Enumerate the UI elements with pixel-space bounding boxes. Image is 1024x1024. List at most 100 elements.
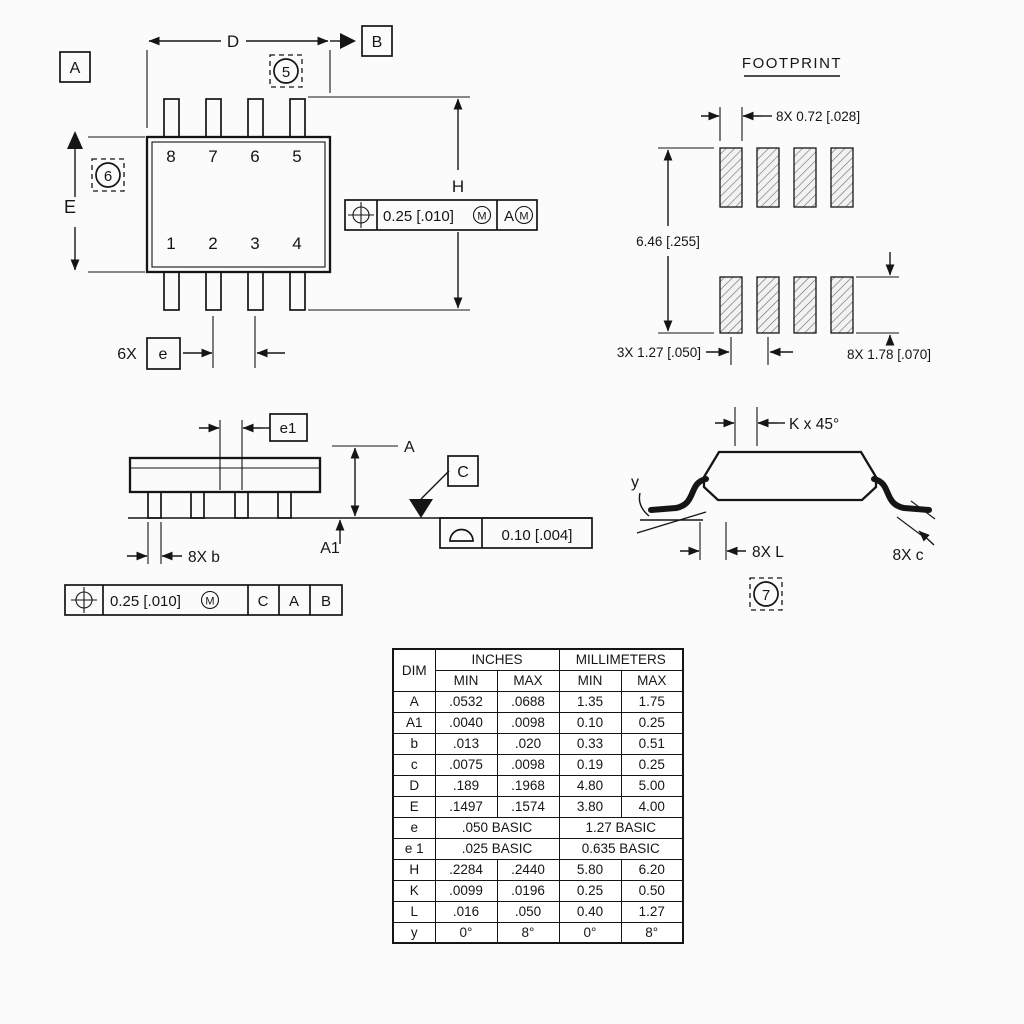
dim-e-label: E: [64, 197, 76, 217]
table-row: b .013 .020 0.33 0.51: [392, 732, 684, 755]
dim-k: K x 45°: [715, 407, 839, 446]
pin-number: 8: [166, 147, 175, 166]
table-subheader-row: MIN MAX MIN MAX: [393, 669, 684, 692]
pad-width-label: 8X 0.72 [.028]: [776, 109, 860, 124]
drawing-canvas: 8 7 6 5 1 2 3 4 D B A E 6: [59, 25, 936, 616]
dim-pitch-e: 6X e: [117, 316, 285, 370]
fcf-datum: A: [504, 208, 514, 225]
col-header-inches: INCHES: [434, 648, 560, 671]
pin-number: 4: [292, 234, 301, 253]
table-row: A1 .0040 .0098 0.10 0.25: [392, 711, 684, 734]
datum-triangle-icon: [409, 499, 433, 518]
dim-l: 8X L: [680, 522, 784, 561]
pitch-dim-label: e: [159, 346, 168, 363]
table-row: c .0075 .0098 0.19 0.25: [392, 753, 684, 776]
table-row: D .189 .1968 4.80 5.00: [392, 774, 684, 797]
col-header-max: MAX: [620, 669, 684, 692]
dim-e1-label: e1: [280, 420, 297, 437]
pad-length-label: 8X 1.78 [.070]: [847, 347, 931, 362]
pin-number: 6: [250, 147, 259, 166]
flag-5: 5: [269, 54, 303, 88]
position-tolerance-icon: [71, 587, 97, 613]
dim-b: 8X b: [127, 522, 220, 566]
pin-number: 3: [250, 234, 259, 253]
dim-e-vertical: E: [64, 131, 145, 273]
table-row: H .2284 .2440 5.80 6.20: [392, 858, 684, 881]
foot-length-label: 8X L: [752, 544, 784, 561]
dim-d-label: D: [227, 32, 239, 51]
seating-plane-icon: [449, 528, 474, 542]
col-header-millimeters: MILLIMETERS: [558, 648, 684, 671]
col-header-max: MAX: [496, 669, 560, 692]
dim-y: y: [631, 474, 707, 534]
dim-pad-pitch: 3X 1.27 [.050]: [617, 337, 793, 365]
gull-wing-lead: [648, 476, 709, 513]
fcf-top: 0.25 [.010] M A M: [344, 199, 538, 231]
table-row: e .050 BASIC 1.27 BASIC: [392, 816, 684, 839]
table-row: A .0532 .0688 1.35 1.75: [392, 690, 684, 713]
dim-h-label: H: [452, 177, 464, 196]
dim-pad-length: 8X 1.78 [.070]: [847, 252, 931, 362]
svg-text:M: M: [477, 211, 486, 223]
flatness-tolerance: 0.10 [.004]: [502, 527, 573, 544]
dim-h: H: [308, 96, 470, 311]
datum-b-label: B: [372, 34, 383, 51]
mmc-modifier-icon: M: [200, 590, 220, 610]
angle-y-label: y: [631, 474, 639, 491]
pin-number: 5: [292, 147, 301, 166]
table-row: y 0° 8° 0° 8°: [392, 921, 684, 944]
pin-number: 1: [166, 234, 175, 253]
flag-7-label: 7: [762, 587, 770, 604]
pin-number: 7: [208, 147, 217, 166]
footprint-view: FOOTPRINT 8X 0.72 [.028] 6.46 [.255]: [617, 55, 931, 365]
table-row: E .1497 .1574 3.80 4.00: [392, 795, 684, 818]
datum-a-label: A: [70, 60, 81, 77]
dim-pad-width: 8X 0.72 [.028]: [701, 107, 860, 141]
dimension-table: DIM INCHES MILLIMETERS MIN MAX MIN MAX A…: [392, 648, 684, 944]
dim-a-label: A: [404, 439, 415, 456]
dim-a1-label: A1: [320, 540, 340, 557]
table-row: K .0099 .0196 0.25 0.50: [392, 879, 684, 902]
fcf-side: 0.25 [.010] M C A B: [64, 584, 343, 616]
table-header-row: DIM INCHES MILLIMETERS: [392, 648, 684, 692]
dim-d: D: [146, 32, 356, 128]
flag-6: 6: [91, 158, 125, 192]
dim-e1: e1: [199, 413, 308, 490]
pin-number: 2: [208, 234, 217, 253]
dim-a1: A1: [320, 519, 345, 557]
lead-width-label: 8X b: [188, 549, 220, 566]
table-row: L .016 .050 0.40 1.27: [392, 900, 684, 923]
flag-6-label: 6: [104, 168, 112, 185]
datum-arrow-icon: [340, 33, 356, 49]
datum-c: C: [409, 455, 479, 518]
fcf-datum-2: A: [289, 593, 299, 610]
side-view: [128, 456, 592, 519]
datum-b-flag: B: [361, 25, 393, 57]
gull-wing-lead: [871, 476, 932, 513]
col-header-dim: DIM: [392, 648, 436, 692]
fcf-datum-1: C: [258, 593, 269, 610]
fcf-flatness: 0.10 [.004]: [439, 517, 593, 549]
svg-text:M: M: [205, 596, 214, 608]
pad-pitch-label: 3X 1.27 [.050]: [617, 345, 701, 360]
svg-text:M: M: [519, 211, 528, 223]
pitch-count-label: 6X: [117, 346, 137, 363]
top-view: 8 7 6 5 1 2 3 4: [145, 98, 332, 311]
lead-thickness-label: 8X c: [892, 547, 923, 564]
flag-7: 7: [749, 577, 783, 611]
position-tolerance-icon: [348, 202, 374, 228]
fcf-tolerance: 0.25 [.010]: [383, 208, 454, 225]
mmc-modifier-icon: M: [514, 205, 534, 225]
col-header-min: MIN: [558, 669, 622, 692]
end-view: [648, 450, 932, 513]
datum-c-label: C: [457, 464, 469, 481]
col-header-min: MIN: [434, 669, 498, 692]
dim-c-lead: 8X c: [892, 500, 936, 564]
datum-a-flag: A: [59, 51, 91, 83]
row-span-label: 6.46 [.255]: [636, 234, 700, 249]
footprint-title: FOOTPRINT: [742, 55, 842, 72]
fcf-datum-3: B: [321, 593, 331, 610]
fcf-tolerance: 0.25 [.010]: [110, 593, 181, 610]
chamfer-label: K x 45°: [789, 416, 839, 433]
